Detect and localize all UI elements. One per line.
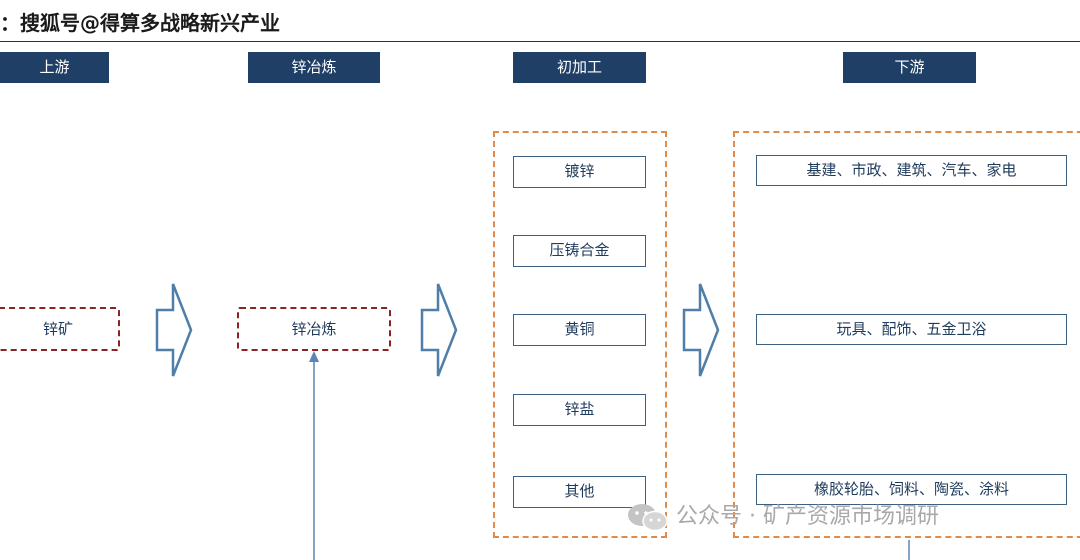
downstream-group [733,131,1080,538]
page-title: ：搜狐号@得算多战略新兴产业 [0,11,280,35]
stage-header-upstream: 上游 [0,52,109,83]
flow-arrow-3 [682,283,720,377]
node-galvanizing: 镀锌 [513,156,646,188]
node-zinc-ore: 锌矿 [0,307,120,351]
stage-header-downstream: 下游 [843,52,976,83]
node-die-cast-alloy: 压铸合金 [513,235,646,267]
stage-header-smelting: 锌冶炼 [248,52,380,83]
processing-group [493,131,667,538]
node-brass: 黄铜 [513,314,646,346]
node-zinc-smelting: 锌冶炼 [237,307,391,351]
node-rubber-ceramics: 橡胶轮胎、饲料、陶瓷、涂料 [756,474,1067,505]
node-toys-hardware: 玩具、配饰、五金卫浴 [756,314,1067,345]
flow-arrow-1 [155,283,193,377]
wechat-icon [626,502,670,536]
node-other: 其他 [513,476,646,508]
title-divider [0,41,1080,42]
watermark-text: 公众号 · 矿产资源市场调研 [676,504,939,529]
stage-header-processing: 初加工 [513,52,646,83]
flow-arrow-2 [420,283,458,377]
node-infrastructure: 基建、市政、建筑、汽车、家电 [756,155,1067,186]
recycle-connector [309,351,319,560]
node-zinc-salt: 锌盐 [513,394,646,426]
